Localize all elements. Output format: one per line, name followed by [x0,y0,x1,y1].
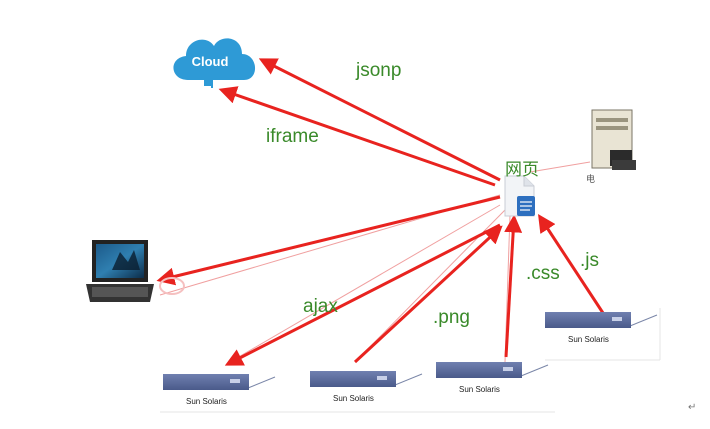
arrows [156,58,605,366]
label-css: .css [526,263,560,284]
pc-caption: 电 [586,175,596,185]
server-icon-3 [436,362,549,378]
arrow-js [538,213,605,314]
cloud-icon [173,38,256,88]
webpage-document-icon [504,175,535,217]
server-caption-3: Sun Solaris [459,385,500,394]
webpage-title: 网页 [505,160,539,180]
server-frame-lines [160,308,661,413]
label-js: .js [580,250,599,271]
arrow-iframe [218,86,496,187]
arrow-to-laptop [156,195,501,286]
laptop-icon [86,240,154,302]
paragraph-mark: ↵ [688,402,697,413]
cloud-label: Cloud [192,54,229,69]
server-caption-2: Sun Solaris [333,394,374,403]
server-caption-4: Sun Solaris [568,335,609,344]
arrow-css [504,214,523,358]
label-png: .png [433,307,470,328]
server-icon-2 [310,371,423,387]
server-icon-4 [545,312,658,328]
server-icon-1 [163,374,276,390]
label-ajax: ajax [303,296,338,317]
label-jsonp: jsonp [356,60,402,81]
label-iframe: iframe [266,126,319,147]
desktop-pc-icon [591,109,636,170]
server-caption-1: Sun Solaris [186,397,227,406]
laptop-signal-glow [159,277,185,295]
arrow-png [353,225,503,364]
arrow-ajax [224,223,501,366]
arrow-jsonp [258,58,501,182]
